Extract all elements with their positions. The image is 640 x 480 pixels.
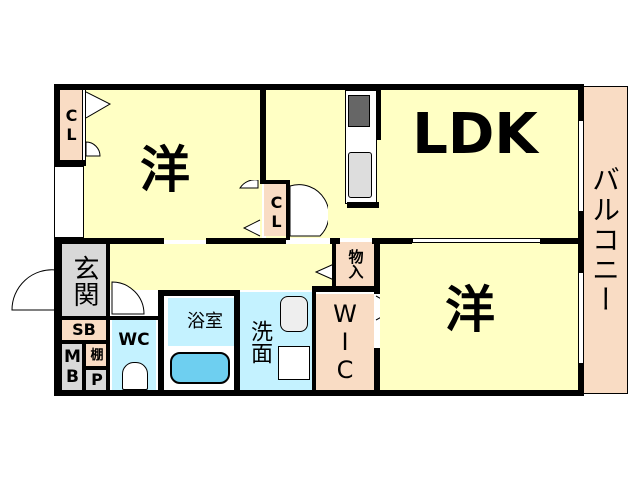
shoe-box-label: SB [72, 320, 96, 339]
wall [372, 238, 412, 244]
wall [312, 286, 380, 292]
wall [84, 366, 108, 370]
closet-2-label: CL [267, 193, 286, 231]
washroom-label: 洗面 [247, 320, 272, 364]
sink-icon [348, 152, 372, 198]
toilet-bowl-icon [122, 362, 148, 390]
western-room-1 [84, 90, 262, 240]
wall [54, 238, 164, 244]
bathtub-icon [170, 352, 230, 384]
door-swing-icon [111, 281, 145, 315]
wall [54, 160, 86, 166]
wall [540, 238, 584, 244]
storage [336, 242, 374, 286]
wall [158, 290, 240, 296]
sliding-door-ldk[interactable] [412, 238, 542, 243]
pipe-space [86, 370, 108, 390]
window-balcony-1[interactable] [578, 120, 584, 212]
wall [158, 290, 164, 396]
shelf [86, 344, 108, 366]
closet-1-label: CL [62, 106, 81, 144]
door-swing-icon [314, 263, 335, 281]
window-balcony-2[interactable] [578, 272, 584, 364]
wash-basin-icon [280, 296, 308, 332]
wall [312, 286, 316, 396]
walk-in-closet-label: WIC [331, 300, 359, 384]
wall [206, 238, 286, 244]
toilet-label: WC [118, 329, 150, 350]
wall [58, 316, 158, 320]
wall [578, 364, 584, 396]
wall [260, 84, 266, 184]
washing-machine-icon [278, 346, 310, 380]
entrance-label: 玄関 [69, 255, 99, 307]
shelf-label: 棚 [90, 347, 104, 363]
closet-1-door[interactable] [82, 90, 86, 160]
wall [54, 390, 584, 396]
wall [286, 180, 290, 240]
stove-icon [348, 95, 370, 127]
meter-box [62, 344, 82, 390]
entrance [62, 244, 106, 316]
wall [374, 238, 380, 294]
wall [54, 84, 60, 166]
door-swing-icon [86, 91, 112, 157]
meter-box-label: MB [62, 347, 83, 387]
walk-in-closet [316, 294, 374, 390]
wall [234, 290, 240, 396]
wall [332, 238, 336, 290]
entrance-door-icon[interactable] [8, 268, 58, 312]
wall [260, 180, 290, 184]
bathroom-label: 浴室 [187, 311, 223, 332]
western-room-2 [380, 242, 578, 390]
window-west[interactable] [54, 166, 84, 238]
wall [54, 84, 584, 90]
wall [578, 84, 584, 120]
western-room-2-label: 洋 [445, 281, 495, 339]
balcony-label: バルコニー [588, 165, 621, 315]
storage-label: 物入 [346, 249, 365, 279]
closet-1 [60, 90, 82, 160]
closet-2 [264, 184, 288, 236]
door-swing-icon [239, 180, 328, 237]
bathroom [168, 298, 234, 346]
western-room-1-label: 洋 [140, 141, 190, 199]
shoe-box [62, 320, 106, 340]
wall [374, 348, 380, 396]
ldk-label: LDK [412, 102, 538, 167]
pipe-space-label: P [91, 370, 103, 389]
